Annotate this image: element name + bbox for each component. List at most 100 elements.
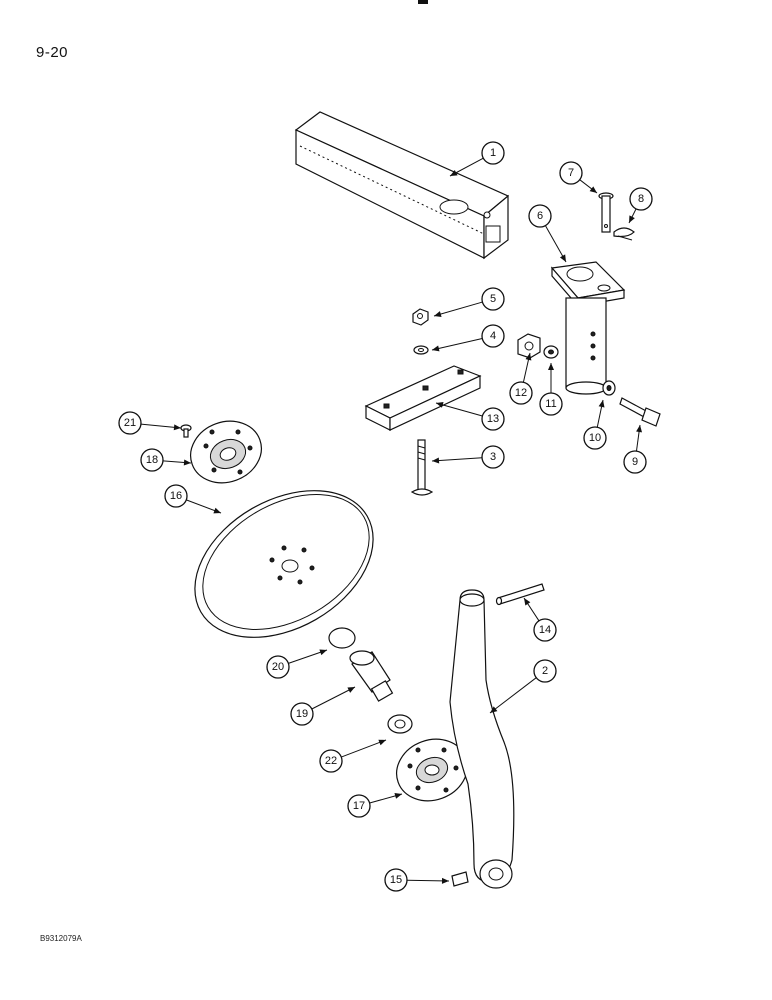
callout-15: 15 <box>384 868 450 892</box>
callout-number: 20 <box>272 661 284 673</box>
callout-circle <box>140 448 164 472</box>
part-14-roll-pin <box>495 583 545 606</box>
callout-number: 19 <box>296 708 308 720</box>
callout-9: 9 <box>623 424 647 474</box>
callout-arrowhead <box>636 425 643 433</box>
callout-number: 18 <box>146 454 158 466</box>
callout-arrowhead <box>548 363 554 370</box>
part-10-washer <box>602 380 616 396</box>
part-17-hub <box>396 738 468 802</box>
callout-circle <box>539 392 563 416</box>
callout-circle <box>481 324 505 348</box>
callout-number: 21 <box>124 417 136 429</box>
callout-arrowhead <box>432 457 440 464</box>
callout-leader-line <box>431 457 483 462</box>
callout-arrowhead <box>525 353 532 361</box>
callout-13: 13 <box>435 402 505 431</box>
callout-21: 21 <box>118 411 182 435</box>
callout-circle <box>559 161 583 185</box>
callout-arrowhead <box>436 402 444 408</box>
callout-arrowhead <box>432 345 440 352</box>
callout-number: 11 <box>545 398 556 410</box>
page-number: 9-20 <box>36 44 69 61</box>
callout-number: 7 <box>568 167 574 179</box>
callout-arrowhead <box>378 739 386 746</box>
callout-18: 18 <box>140 448 192 472</box>
part-1-square-tube <box>294 111 510 260</box>
callout-4: 4 <box>431 324 505 352</box>
callout-circle <box>528 204 552 228</box>
callout-12: 12 <box>509 352 533 405</box>
callout-arrowhead <box>450 170 458 176</box>
callout-19: 19 <box>290 686 356 726</box>
callout-arrowhead <box>347 687 355 693</box>
callout-leader-line <box>341 739 387 758</box>
callout-16: 16 <box>164 484 222 514</box>
part-8-clip <box>613 227 635 241</box>
callout-arrowhead <box>213 507 221 514</box>
callout-7: 7 <box>559 161 598 194</box>
part-2-curved-arm <box>449 589 515 889</box>
callout-10: 10 <box>583 399 607 450</box>
callout-arrowhead <box>559 254 566 262</box>
callout-circle <box>118 411 142 435</box>
callout-circle <box>481 287 505 311</box>
callout-circle <box>266 655 290 679</box>
callout-arrowhead <box>319 649 327 656</box>
callout-arrowhead <box>183 459 191 466</box>
callout-arrowhead <box>394 792 402 799</box>
callout-arrowhead <box>524 598 531 606</box>
callout-arrowhead <box>598 400 605 408</box>
part-18-hub-flange <box>190 420 262 484</box>
callout-11: 11 <box>539 363 563 416</box>
callout-number: 16 <box>170 490 182 502</box>
callout-leader-line <box>489 677 537 714</box>
part-12-nut <box>517 333 541 359</box>
part-6-pivot-tube <box>550 261 626 395</box>
callout-number: 15 <box>390 874 402 886</box>
part-4-lock-washer <box>413 345 429 355</box>
callout-circle <box>583 426 607 450</box>
callout-5: 5 <box>433 287 505 317</box>
top-edge-mark <box>418 0 428 4</box>
callout-circle <box>164 484 188 508</box>
callout-number: 8 <box>638 193 644 205</box>
callout-20: 20 <box>266 649 328 679</box>
callout-14: 14 <box>523 597 557 642</box>
callout-leader-line <box>431 337 483 351</box>
callout-2: 2 <box>489 659 557 714</box>
callout-number: 10 <box>589 432 601 444</box>
part-16-disc-blade <box>194 490 374 638</box>
callout-8: 8 <box>628 187 653 224</box>
callout-circle <box>347 794 371 818</box>
callout-number: 6 <box>537 210 543 222</box>
callout-22: 22 <box>319 739 387 773</box>
figure-code: B9312079A <box>40 934 82 943</box>
callout-arrowhead <box>589 186 597 193</box>
callout-number: 3 <box>490 451 496 463</box>
callout-arrowhead <box>173 424 181 431</box>
callout-leader-line <box>433 301 483 317</box>
callout-number: 9 <box>632 456 638 468</box>
part-7-pin <box>598 192 614 233</box>
callout-circle <box>384 868 408 892</box>
callout-leader-line <box>311 686 356 710</box>
callout-arrowhead <box>434 311 442 317</box>
callout-number: 22 <box>325 755 337 767</box>
callout-circle <box>509 381 533 405</box>
callout-number: 14 <box>539 624 551 636</box>
part-9-bolt <box>619 397 661 427</box>
part-11-lock-washer <box>543 345 559 359</box>
callout-circle <box>533 659 557 683</box>
callout-number: 17 <box>353 800 365 812</box>
callout-number: 12 <box>515 387 527 399</box>
callout-number: 13 <box>487 413 499 425</box>
callout-circle <box>623 450 647 474</box>
callout-number: 4 <box>490 330 496 342</box>
callout-arrowhead <box>490 706 498 713</box>
callout-circle <box>290 702 314 726</box>
callout-circle <box>533 618 557 642</box>
callout-6: 6 <box>528 204 567 263</box>
part-20-dust-cap <box>328 627 356 649</box>
